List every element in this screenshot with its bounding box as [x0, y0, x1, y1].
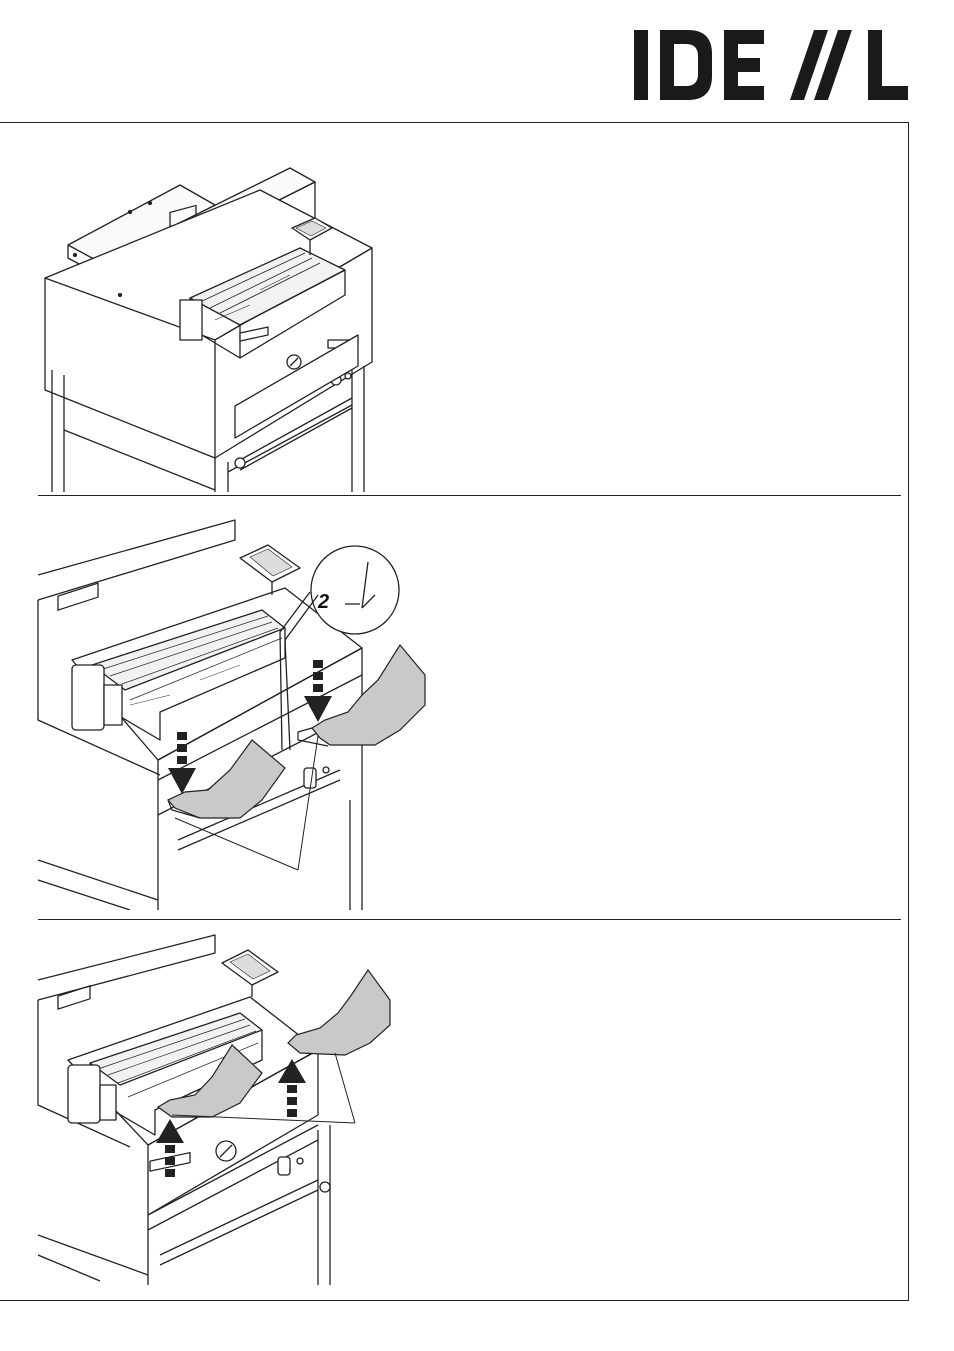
two-hand-cut-press-down-icon: 2	[0, 500, 430, 910]
ideal-logo-icon	[630, 28, 912, 102]
step-number-label: 2	[317, 591, 329, 613]
two-hand-release-lift-icon	[0, 925, 400, 1285]
frame-top-line	[0, 122, 909, 123]
guillotine-cutter-overview-icon	[0, 130, 420, 492]
panel-release	[0, 925, 909, 1285]
panel-divider-2	[38, 919, 901, 920]
panel-divider-1	[38, 495, 901, 496]
frame-bottom-line	[0, 1300, 909, 1301]
panel-two-hand-cut: 2	[0, 500, 909, 910]
blade-detail-icon	[311, 546, 399, 634]
panel-overview	[0, 130, 909, 492]
